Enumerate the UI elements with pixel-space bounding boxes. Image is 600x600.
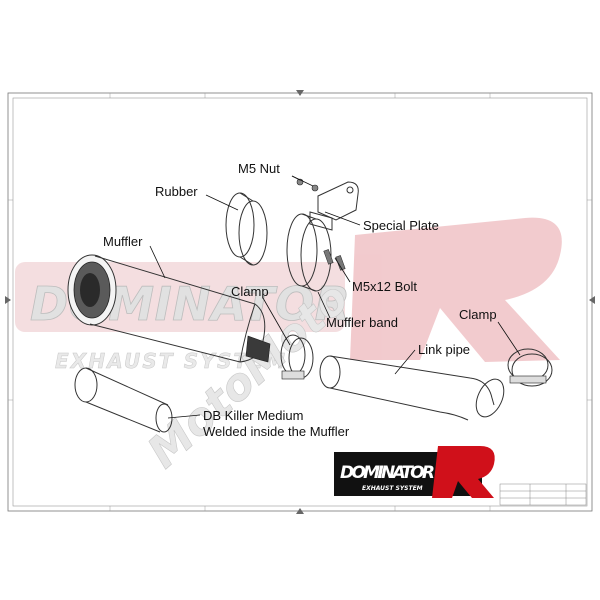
rubber-part (225, 192, 268, 266)
label-m5-nut: M5 Nut (238, 161, 280, 176)
title-block (499, 483, 587, 506)
logo-tagline: EXHAUST SYSTEM (362, 485, 423, 492)
label-db-killer-line2: Welded inside the Muffler (203, 424, 350, 439)
muffler-part (67, 254, 271, 363)
label-special-plate: Special Plate (363, 218, 439, 233)
label-clamp-left: Clamp (231, 284, 269, 299)
drawing-frame (5, 90, 595, 514)
clamp-right-part (507, 348, 553, 387)
part-labels: M5 Nut Rubber Special Plate Muffler M5x1… (103, 161, 497, 439)
leader-lines (149, 175, 521, 419)
label-db-killer-line1: DB Killer Medium (203, 408, 303, 423)
label-clamp-right: Clamp (459, 307, 497, 322)
link-pipe-part (319, 355, 505, 421)
special-plate-part (317, 181, 359, 221)
muffler-band-part (286, 211, 333, 292)
clamp-left-part (280, 334, 314, 380)
label-link-pipe: Link pipe (418, 342, 470, 357)
m5x12-bolt-parts (323, 249, 346, 271)
m5-nut-parts (296, 178, 319, 192)
dominator-logo: DOMINATOR EXHAUST SYSTEM (334, 446, 495, 498)
watermark-r-shape (350, 217, 562, 362)
label-m5x12-bolt: M5x12 Bolt (352, 279, 417, 294)
label-rubber: Rubber (155, 184, 198, 199)
logo-red-r (432, 446, 495, 498)
label-muffler: Muffler (103, 234, 143, 249)
label-muffler-band: Muffler band (326, 315, 398, 330)
logo-brand-text: DOMINATOR (340, 463, 435, 483)
